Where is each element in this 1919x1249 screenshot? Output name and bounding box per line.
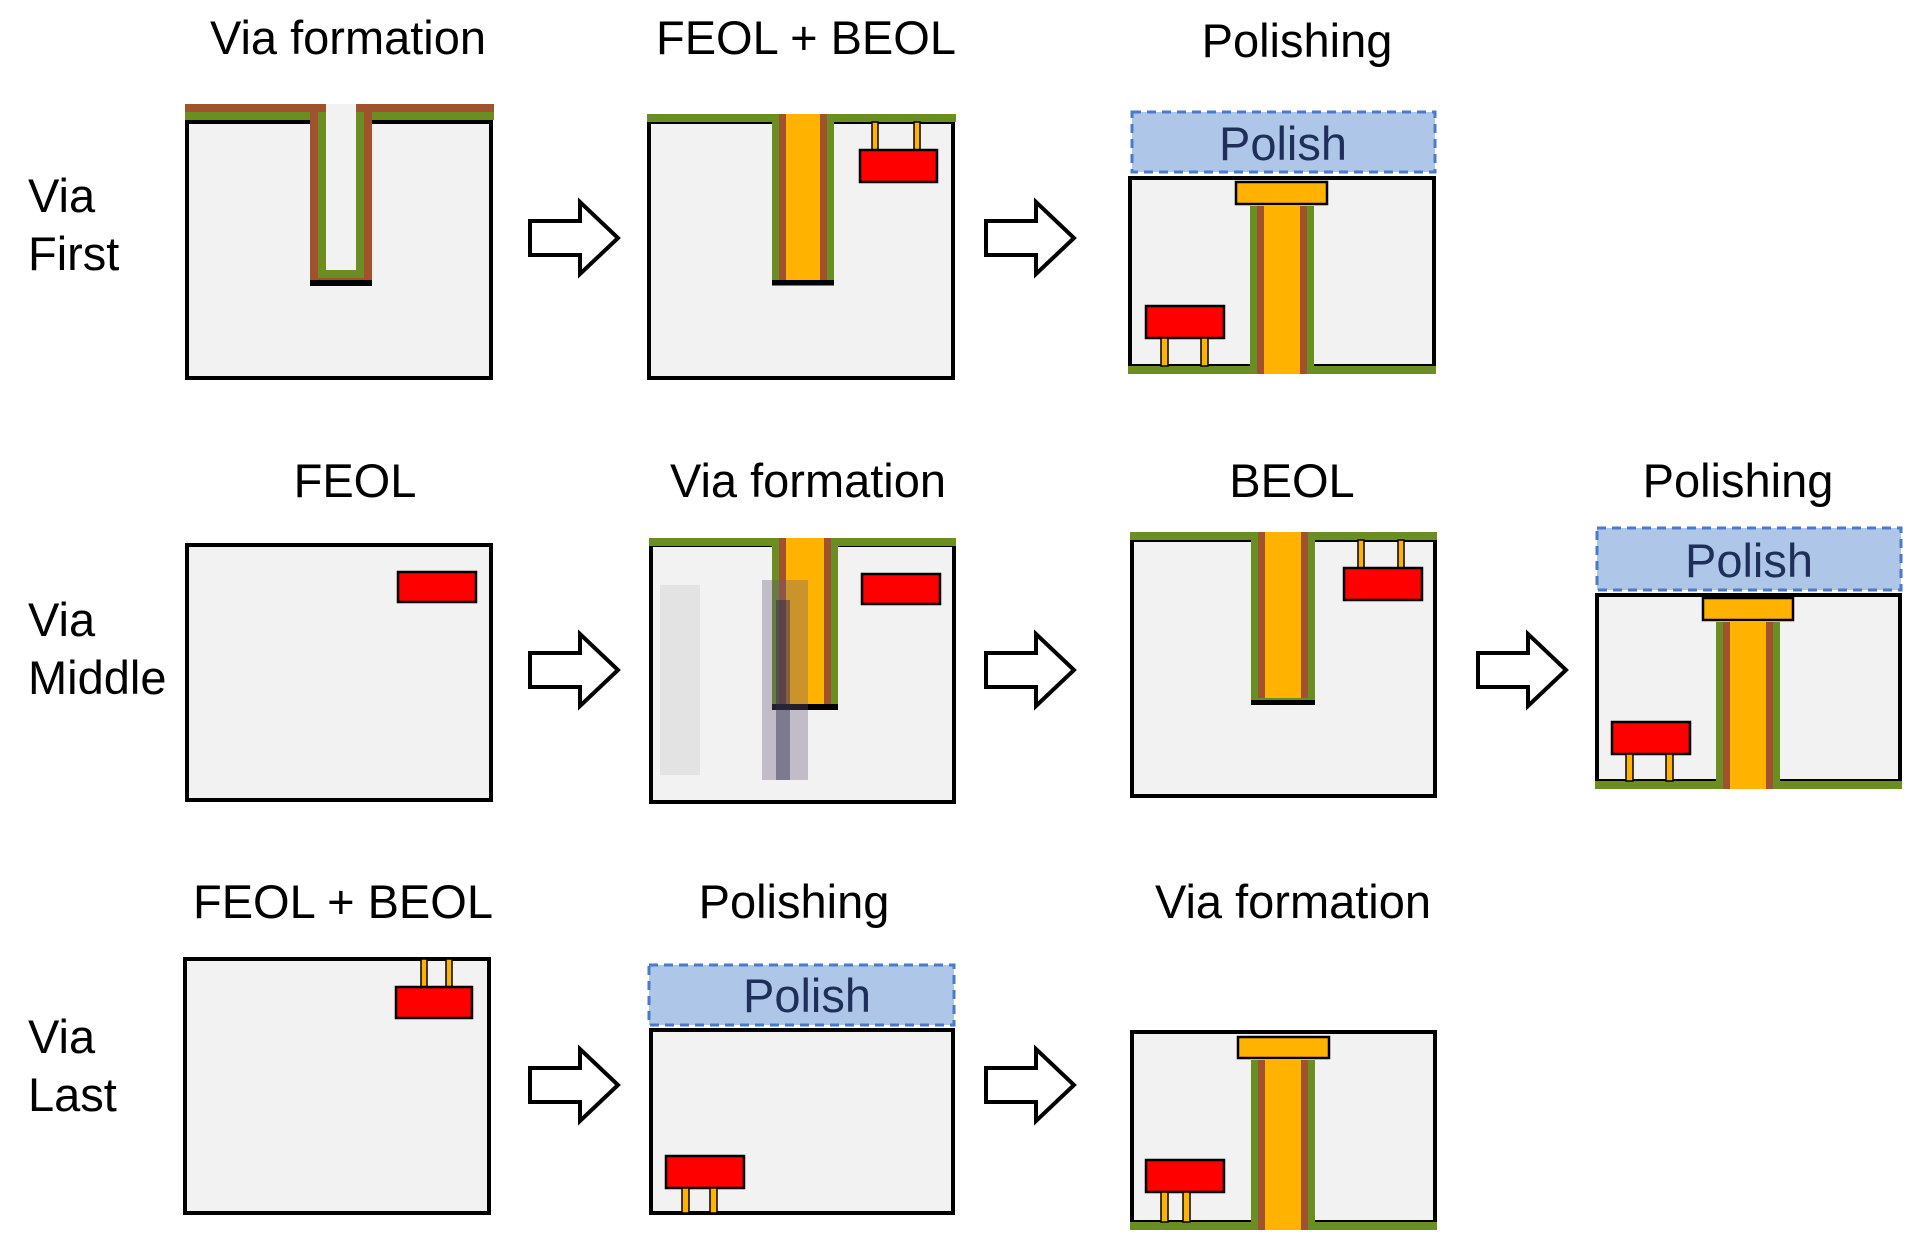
arrow-right-icon bbox=[984, 632, 1076, 708]
step-title-via-first-3: Polishing bbox=[1202, 14, 1393, 67]
wafer-via-middle-via-formation bbox=[649, 538, 956, 804]
polish-pad bbox=[1130, 110, 1437, 174]
polish-label: Polish bbox=[1685, 534, 1813, 587]
arrow-right-icon bbox=[528, 1047, 620, 1123]
step-title-via-first-1: Via formation bbox=[210, 11, 486, 64]
polish-pad bbox=[1595, 526, 1903, 592]
arrow-right-icon bbox=[528, 200, 620, 276]
row-label-via-middle-line1: Via bbox=[28, 593, 96, 646]
wafer-via-middle-polishing: Polish bbox=[1595, 526, 1903, 789]
wafer-via-middle-feol bbox=[185, 543, 493, 802]
wafer-via-last-feol-beol bbox=[183, 957, 491, 1215]
step-title-via-middle-2: Via formation bbox=[670, 454, 946, 507]
arrow-right-icon bbox=[984, 200, 1076, 276]
step-title-via-middle-3: BEOL bbox=[1229, 454, 1354, 507]
arrow-right-icon bbox=[528, 632, 620, 708]
step-title-via-middle-1: FEOL bbox=[294, 454, 417, 507]
wafer-via-last-polishing: Polish bbox=[647, 963, 956, 1215]
step-title-via-last-3: Via formation bbox=[1155, 875, 1431, 928]
row-label-via-middle-line2: Middle bbox=[28, 651, 166, 704]
arrow-right-icon bbox=[984, 1047, 1076, 1123]
arrow-right-icon bbox=[1476, 632, 1568, 708]
step-title-via-first-2: FEOL + BEOL bbox=[656, 11, 956, 64]
polish-label: Polish bbox=[743, 969, 871, 1022]
wafer-via-middle-beol bbox=[1130, 532, 1437, 798]
wafer-via-last-via-formation bbox=[1130, 1030, 1437, 1230]
row-label-via-last-line2: Last bbox=[28, 1068, 117, 1121]
polish-pad bbox=[647, 963, 956, 1027]
step-title-via-last-2: Polishing bbox=[699, 875, 890, 928]
polish-label: Polish bbox=[1219, 117, 1347, 170]
wafer-via-first-feol-beol bbox=[647, 114, 956, 380]
wafer-via-first-via-formation bbox=[185, 104, 494, 380]
step-title-via-middle-4: Polishing bbox=[1643, 454, 1834, 507]
row-label-via-first-line1: Via bbox=[28, 169, 96, 222]
step-title-via-last-1: FEOL + BEOL bbox=[193, 875, 493, 928]
wafer-via-first-polishing: Polish bbox=[1128, 110, 1437, 374]
row-label-via-last-line1: Via bbox=[28, 1010, 96, 1063]
row-label-via-first-line2: First bbox=[28, 227, 119, 280]
